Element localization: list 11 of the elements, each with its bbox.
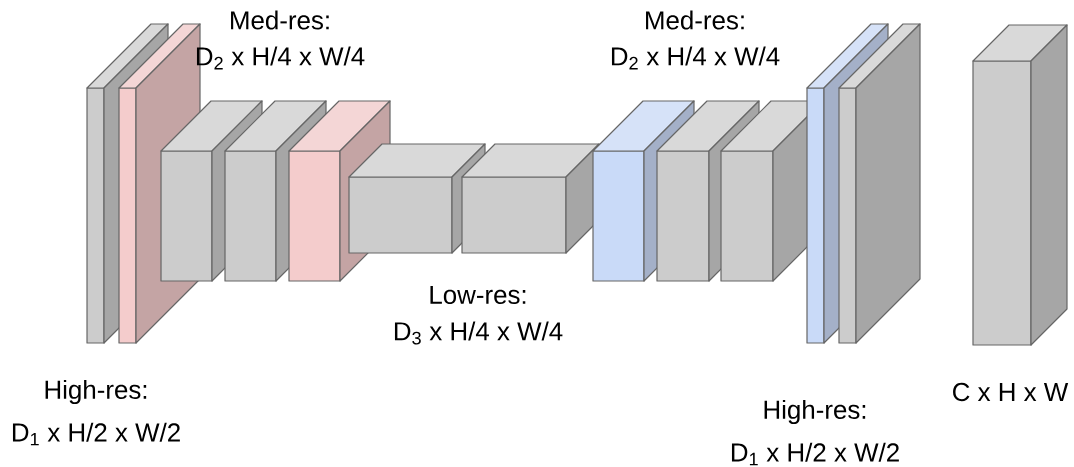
dimension-label: Med-res: <box>231 10 329 30</box>
dimension-label: D$_{1}$ x H/2 x W/2 <box>731 442 899 466</box>
dimension-label: Low-res: <box>430 285 526 305</box>
dimension-label: High-res: <box>764 399 866 425</box>
dimension-label: High-res: <box>45 379 147 405</box>
dimension-label: D$_{2}$ x H/4 x W/4 <box>196 46 365 70</box>
dimension-label: D$_{3}$ x H/4 x W/4 <box>394 321 563 345</box>
dimension-label: Med-res: <box>646 10 744 30</box>
dimension-label: D$_{1}$ x H/2 x W/2 <box>12 422 180 446</box>
dimension-label: C x H x W <box>953 382 1069 402</box>
dimension-label: D$_{2}$ x H/4 x W/4 <box>611 46 780 70</box>
